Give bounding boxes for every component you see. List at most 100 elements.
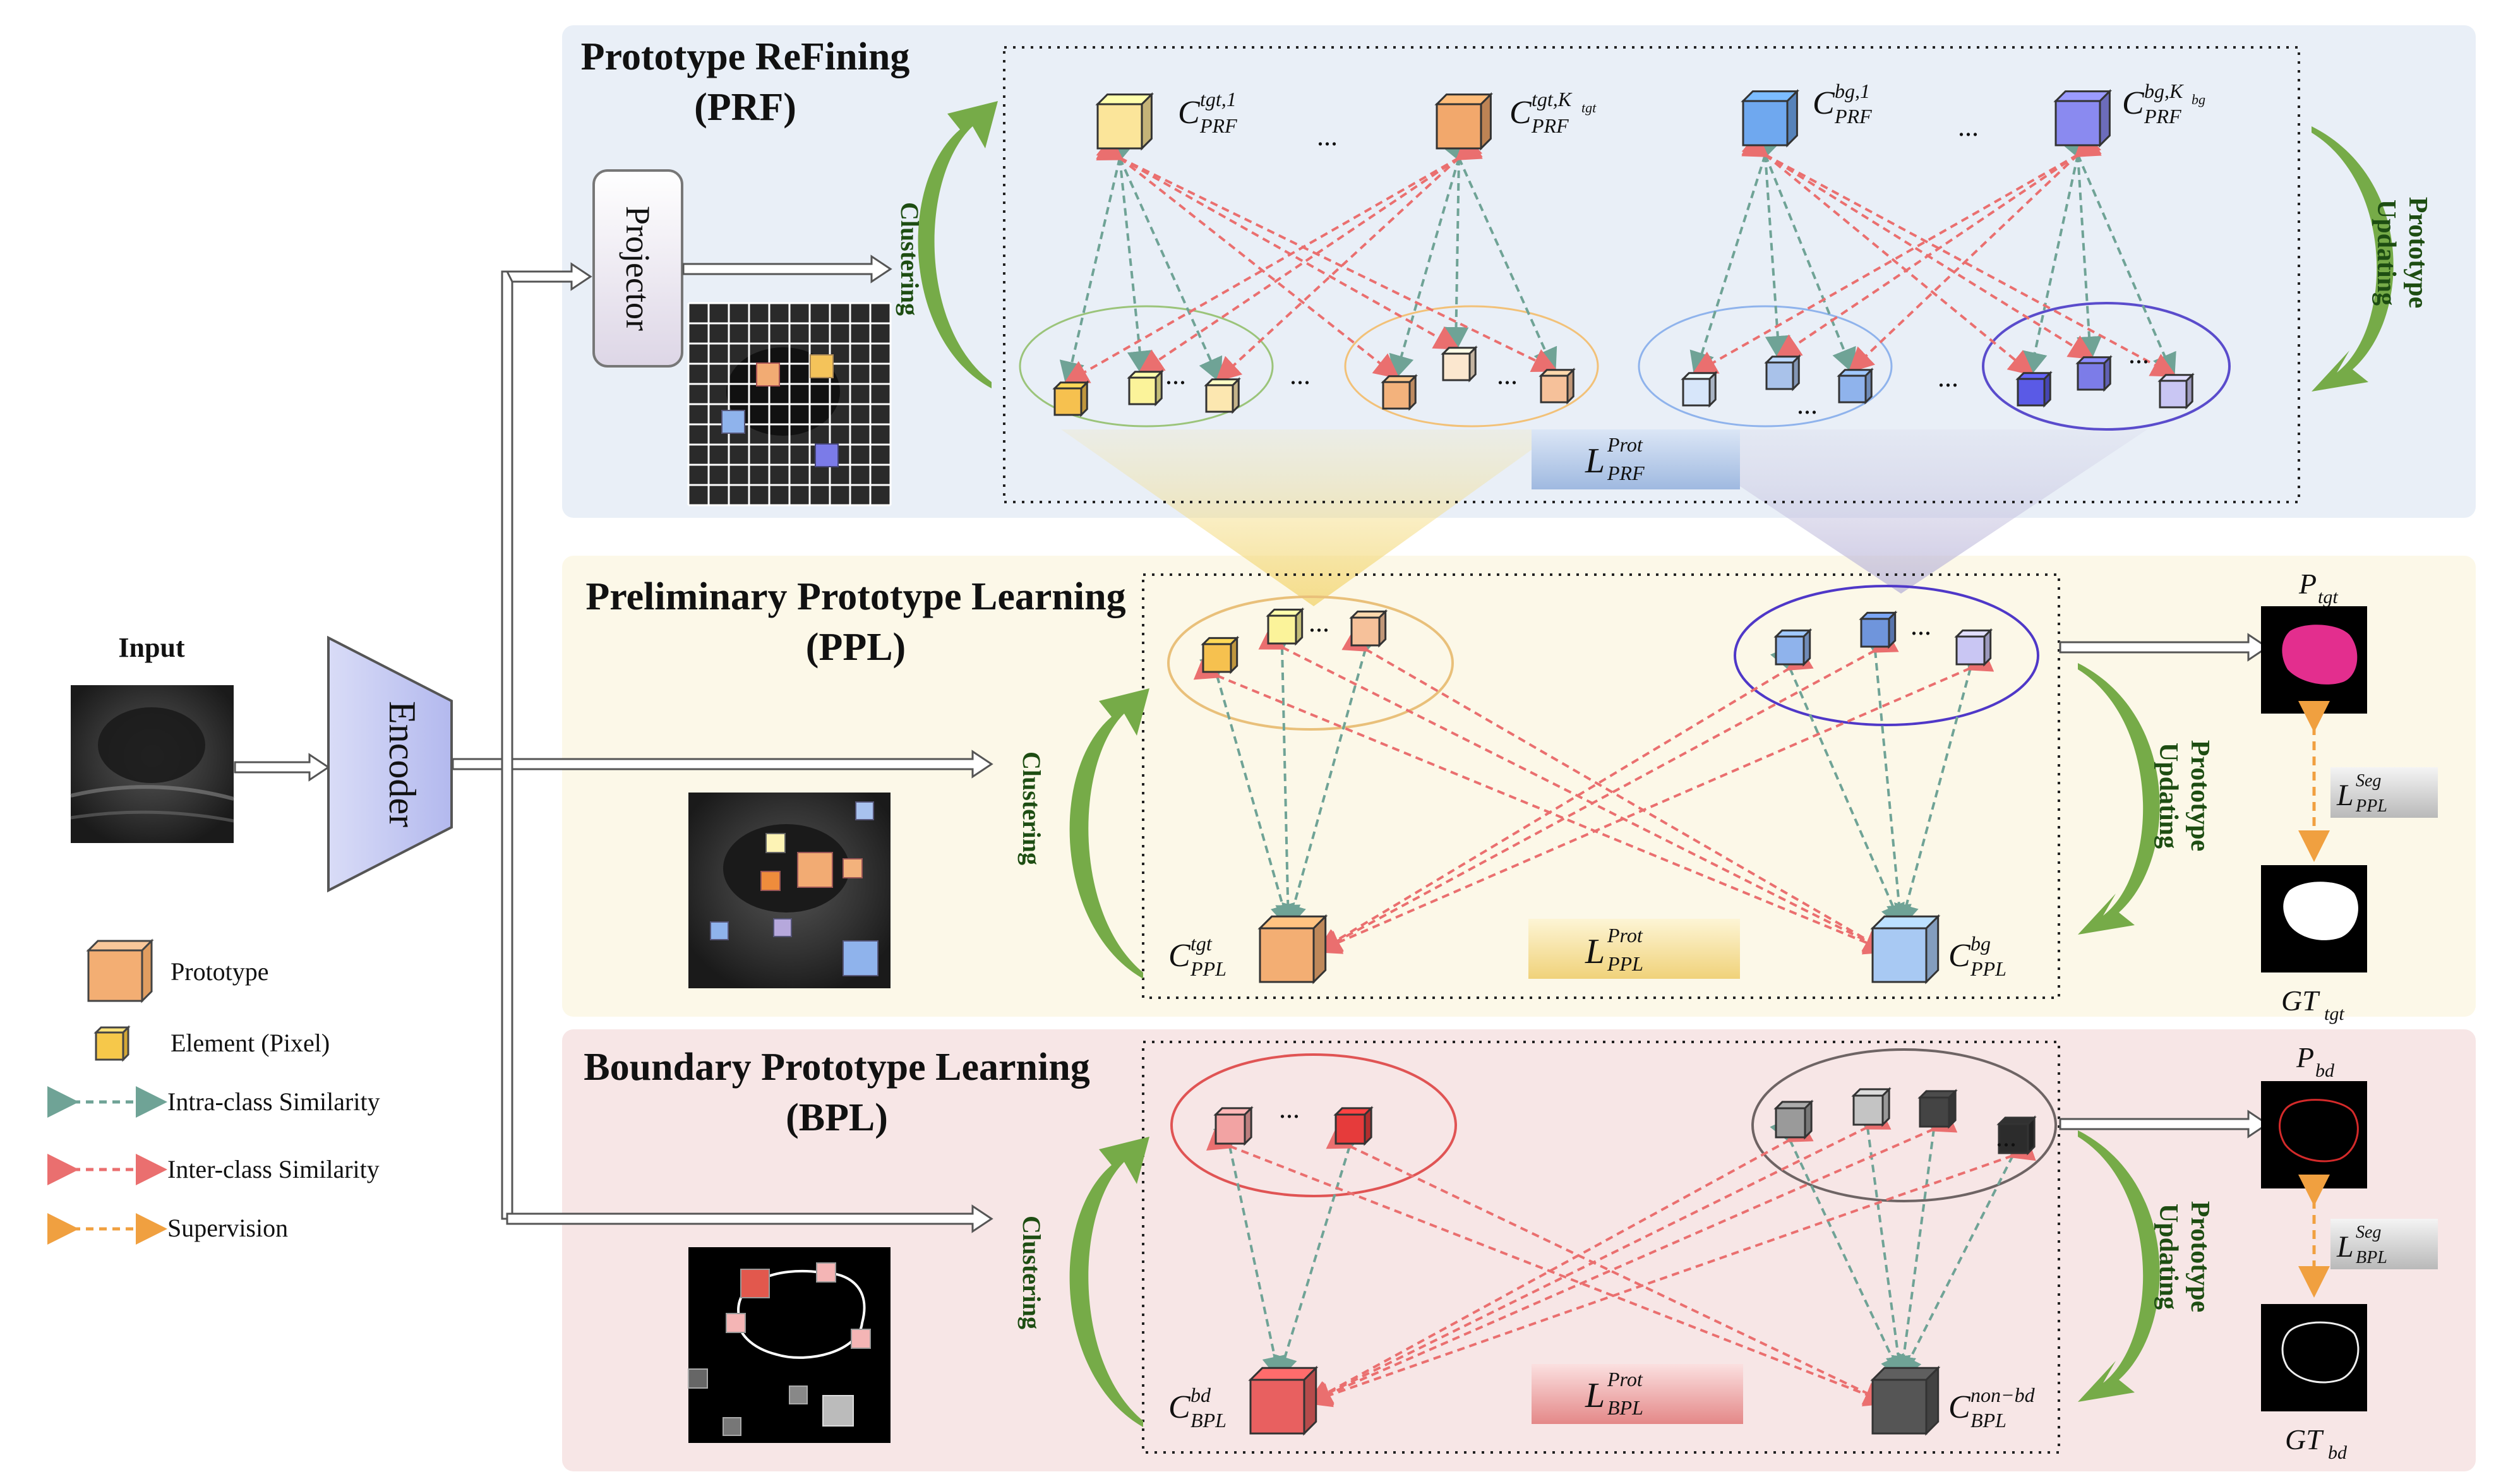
legend: Prototype Element (Pixel) Intra-class Si… <box>47 938 380 1245</box>
prototype-updating-arrow-bpl <box>2078 1130 2160 1402</box>
svg-text:non−bd: non−bd <box>1970 1384 2036 1406</box>
seg-bpl-loss-label: L Seg BPL <box>2336 1223 2387 1267</box>
bpl-nonbd-element-cube-1 <box>1773 1099 1814 1140</box>
svg-text:bg: bg <box>1970 932 1991 955</box>
seg-bpl-loss-box <box>2330 1219 2438 1269</box>
p-tgt-image <box>2261 606 2367 714</box>
svg-text:tgt: tgt <box>1581 100 1597 116</box>
svg-text:bd: bd <box>2328 1442 2348 1463</box>
svg-text:GT: GT <box>2281 984 2320 1017</box>
ppl-bg-element-cube-2 <box>1859 610 1898 649</box>
prf-proto-label-2: C tgt,K tgt PRF <box>1509 88 1597 137</box>
bpl-ellipsis-a: ... <box>1279 1093 1300 1124</box>
encoder-label: Encoder <box>381 701 423 827</box>
ppl-loss-box <box>1528 919 1740 979</box>
ppl-tgt-element-cube-1 <box>1201 635 1240 674</box>
svg-text:bg,1: bg,1 <box>1835 80 1870 102</box>
svg-text:PPL: PPL <box>1607 952 1643 975</box>
input-to-encoder-arrow <box>234 753 330 782</box>
svg-text:PRF: PRF <box>1531 114 1569 137</box>
svg-text:PRF: PRF <box>2144 105 2181 128</box>
bpl-loss-label: L Prot BPL <box>1585 1368 1643 1419</box>
prf-title-line1: Prototype ReFining <box>581 35 910 78</box>
similarity-arrows <box>1059 131 2178 1408</box>
prf-element-cube-1-1 <box>1052 380 1089 417</box>
ppl-bg-proto-label: C bg PPL <box>1948 932 2006 980</box>
prf-title-line2: (PRF) <box>694 86 796 129</box>
clustering-arrow-prf <box>918 101 998 388</box>
svg-text:BPL: BPL <box>2356 1248 2387 1267</box>
prf-element-cube-2-1 <box>1381 374 1418 411</box>
svg-text:tgt: tgt <box>2318 587 2338 607</box>
prf-ellipsis-b: ... <box>1290 359 1310 390</box>
prf-top-ellipsis-2: ... <box>1958 111 1979 142</box>
ppl-bg-element-cube-1 <box>1773 628 1813 667</box>
prf-proto-label-3: C bg,1 PRF <box>1813 80 1872 128</box>
bpl-title-line2: (BPL) <box>786 1096 888 1139</box>
prf-proto-label-4: C bg,K bg PRF <box>2122 80 2205 128</box>
svg-text:BPL: BPL <box>1191 1409 1227 1432</box>
bpl-bd-element-cube-1 <box>1213 1106 1254 1146</box>
prf-element-cube-2-2 <box>1441 345 1478 383</box>
cubes-layer <box>1052 88 2195 1436</box>
svg-text:bd: bd <box>2315 1060 2335 1081</box>
ppl-loss-label: L Prot PPL <box>1585 924 1643 975</box>
prf-element-cube-1-3 <box>1204 377 1241 414</box>
svg-text:Prot: Prot <box>1607 924 1643 947</box>
svg-text:C: C <box>1948 938 1971 974</box>
p-bd-label: P bd <box>2296 1041 2335 1081</box>
bpl-bd-proto-label: C bd BPL <box>1168 1384 1227 1432</box>
p-tgt-label: P tgt <box>2298 568 2338 607</box>
projector-label: Projector <box>619 206 657 331</box>
svg-text:Seg: Seg <box>2356 771 2381 791</box>
svg-text:P: P <box>2298 568 2317 600</box>
svg-text:L: L <box>2336 1230 2354 1264</box>
prf-ellipsis-c: ... <box>1497 359 1518 390</box>
bpl-loss-box <box>1532 1364 1743 1424</box>
svg-text:BPL: BPL <box>1970 1409 2006 1432</box>
input-image <box>70 685 234 843</box>
svg-text:tgt: tgt <box>1191 932 1213 955</box>
legend-prototype-label: Prototype <box>171 957 269 986</box>
bpl-nonbd-proto-label: C non−bd BPL <box>1948 1384 2036 1432</box>
ppl-tgt-element-cube-2 <box>1266 607 1305 646</box>
svg-text:C: C <box>1168 1389 1191 1425</box>
prf-prototype-cube-2 <box>1434 92 1494 151</box>
svg-text:tgt,1: tgt,1 <box>1200 88 1237 111</box>
prf-ellipsis-a: ... <box>1165 359 1186 390</box>
prf-top-ellipsis-1: ... <box>1317 121 1338 152</box>
gt-bd-label: GT bd <box>2285 1423 2348 1463</box>
legend-intra-label: Intra-class Similarity <box>167 1087 380 1116</box>
ppl-feature-image <box>688 793 891 988</box>
svg-text:L: L <box>1585 1376 1605 1415</box>
svg-text:bg: bg <box>2192 92 2205 107</box>
prf-prototype-cube-4 <box>2053 88 2113 148</box>
svg-text:Prot: Prot <box>1607 1368 1643 1391</box>
ppl-tgt-element-cube-3 <box>1349 609 1388 648</box>
svg-text:C: C <box>1509 95 1532 131</box>
prf-frame <box>1003 46 2300 503</box>
svg-text:C: C <box>1948 1389 1971 1425</box>
prototype-updating-arrow-prf <box>2312 126 2394 392</box>
ppl-bg-element-cube-3 <box>1954 628 1993 667</box>
svg-text:PPL: PPL <box>1190 957 1227 980</box>
ppl-ellipsis-a: ... <box>1309 607 1329 638</box>
clustering-arrow-ppl <box>1069 688 1149 979</box>
encoder-output-trunk <box>452 262 993 1233</box>
svg-text:PRF: PRF <box>1834 105 1872 128</box>
prf-feature-grid-image <box>687 302 892 506</box>
encoder <box>327 635 453 893</box>
seg-ppl-loss-label: L Seg PPL <box>2336 771 2387 816</box>
svg-text:bg,K: bg,K <box>2144 80 2184 102</box>
ppl-to-output-arrow <box>2059 633 2269 662</box>
prf-element-cube-3-3 <box>1837 368 1874 405</box>
prf-ellipsis-f: ... <box>2128 338 2149 369</box>
ppl-ellipsis-b: ... <box>1910 610 1931 641</box>
bpl-nonbd-element-cube-3 <box>1917 1089 1958 1129</box>
legend-element-label: Element (Pixel) <box>171 1029 330 1057</box>
prf-loss-box <box>1532 429 1740 489</box>
gt-bd-image <box>2261 1304 2367 1411</box>
ppl-tgt-prototype-cube <box>1257 914 1328 984</box>
ppl-bg-prototype-cube <box>1870 914 1941 984</box>
